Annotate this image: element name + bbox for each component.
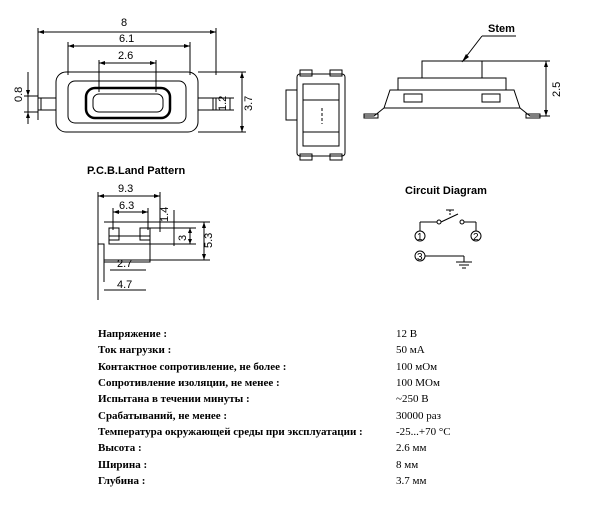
pcb-dim-5-3: 5.3: [203, 233, 215, 248]
circuit-diagram: [414, 209, 482, 269]
spec-row: Испытана в течении минуты : ~250 В: [98, 391, 451, 407]
dim-2-5: 2.5: [551, 82, 563, 97]
pcb-title: P.C.B.Land Pattern: [87, 165, 185, 177]
spec-key: Испытана в течении минуты :: [98, 393, 250, 406]
spec-key: Ток нагрузки :: [98, 344, 172, 357]
dim-1-2: 1.2: [217, 96, 229, 111]
pcb-land-pattern: [97, 192, 210, 300]
spec-value: 30000 раз: [396, 409, 441, 422]
specs-table: Напряжение : 12 В Ток нагрузки : 50 мА Конта…: [98, 326, 451, 489]
spec-row: Ток нагрузки : 50 мА: [98, 342, 451, 358]
spec-row: Контактное сопротивление, не более : 100 …: [98, 359, 451, 375]
spec-key: Сопротивление изоляции, не менее :: [98, 377, 280, 390]
spec-key: Температура окружающей среды при эксплуа…: [98, 425, 363, 438]
spec-row: Сопротивление изоляции, не менее : 100 МО…: [98, 375, 451, 391]
spec-value: 100 мОм: [396, 360, 438, 373]
spec-row: Ширина : 8 мм: [98, 456, 451, 472]
pcb-dim-6-3: 6.3: [119, 200, 134, 212]
spec-value: 8 мм: [396, 458, 419, 471]
side-view-profile: [363, 35, 550, 119]
dim-0-8: 0.8: [13, 87, 25, 102]
spec-value: 50 мА: [396, 344, 425, 357]
pin-1-label: 1: [417, 232, 423, 243]
pcb-dim-9-3: 9.3: [118, 183, 133, 195]
spec-value: ~250 В: [396, 393, 429, 406]
spec-key: Высота :: [98, 442, 142, 455]
dim-3-7: 3.7: [243, 96, 255, 111]
pin-2-label: 2: [473, 232, 479, 243]
side-view-end: [285, 69, 346, 161]
pin-3-label: 3: [417, 252, 423, 263]
spec-value: -25...+70 °С: [396, 425, 451, 438]
spec-row: Срабатываний, не менее : 30000 раз: [98, 407, 451, 423]
spec-row: Напряжение : 12 В: [98, 326, 451, 342]
top-view: [24, 28, 246, 133]
spec-key: Глубина :: [98, 474, 146, 487]
pcb-dim-2-7: 2.7: [117, 258, 132, 270]
pcb-dim-3: 3: [177, 235, 189, 241]
pcb-dim-4-7: 4.7: [117, 279, 132, 291]
dim-2-6: 2.6: [118, 50, 133, 62]
dim-width-8: 8: [121, 17, 127, 29]
dim-6-1: 6.1: [119, 33, 134, 45]
spec-value: 100 МОм: [396, 377, 440, 390]
spec-value: 2.6 мм: [396, 442, 427, 455]
spec-value: 3.7 мм: [396, 474, 427, 487]
spec-key: Контактное сопротивление, не более :: [98, 360, 287, 373]
spec-key: Напряжение :: [98, 328, 168, 341]
technical-drawing: 8 6.1 2.6 0.8 1.2 3.7 Stem 2.5 P.C.B.Lan…: [13, 17, 563, 300]
spec-key: Срабатываний, не менее :: [98, 409, 228, 422]
stem-label: Stem: [488, 23, 515, 35]
pcb-dim-1-4: 1.4: [159, 207, 171, 222]
spec-row: Глубина : 3.7 мм: [98, 473, 451, 489]
circuit-title: Circuit Diagram: [405, 185, 487, 197]
spec-row: Температура окружающей среды при эксплуа…: [98, 424, 451, 440]
spec-value: 12 В: [396, 328, 418, 341]
spec-key: Ширина :: [98, 458, 148, 471]
spec-row: Высота : 2.6 мм: [98, 440, 451, 456]
